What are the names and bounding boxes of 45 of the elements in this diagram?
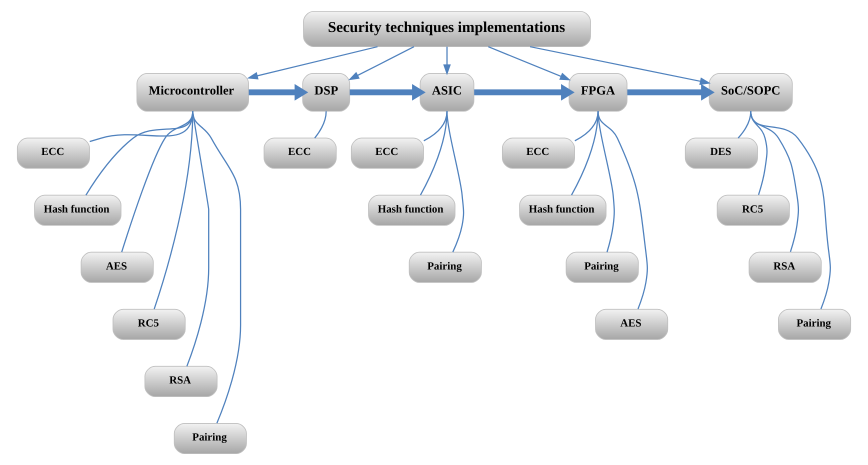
node-box: RSA (748, 252, 822, 283)
node-box: AES (80, 252, 154, 283)
connector (570, 111, 599, 196)
connector (446, 111, 464, 252)
arrow (350, 84, 426, 101)
node-box: ECC (350, 138, 424, 169)
connector (738, 111, 752, 138)
node-box: FPGA (568, 73, 628, 112)
connector (314, 111, 327, 138)
arrow (247, 46, 378, 80)
node-box: RC5 (716, 194, 790, 226)
arrow (627, 84, 715, 101)
connector (574, 111, 599, 142)
node-box: Security techniques implementations (303, 10, 591, 48)
node-box: AES (595, 308, 668, 340)
arrow (248, 84, 308, 101)
node-box: Hash function (368, 194, 456, 226)
connector (420, 111, 448, 196)
connector (424, 111, 448, 142)
node-box: Microcontroller (136, 73, 249, 112)
node-box: Pairing (174, 423, 247, 454)
connector (186, 111, 210, 367)
arrow (488, 46, 571, 80)
node-box: Pairing (566, 252, 639, 283)
arrow (443, 46, 451, 76)
node-box: RSA (144, 366, 218, 397)
connector (597, 111, 648, 310)
node-box: DSP (302, 73, 350, 112)
connector (154, 111, 194, 310)
node-box: DES (684, 138, 758, 169)
arrow (474, 84, 575, 101)
node-box: Pairing (408, 252, 482, 283)
node-box: SoC/SOPC (708, 73, 793, 112)
connector (192, 111, 242, 424)
node-box: ECC (16, 138, 90, 169)
arrow (530, 46, 711, 85)
node-box: ECC (264, 138, 337, 169)
node-box: ASIC (420, 73, 474, 112)
node-box: Hash function (34, 194, 122, 226)
node-box: Hash function (519, 194, 606, 226)
node-box: Pairing (778, 308, 852, 340)
connector (750, 111, 831, 310)
node-box: RC5 (112, 308, 186, 340)
arrow (348, 46, 414, 80)
node-box: ECC (502, 138, 575, 169)
